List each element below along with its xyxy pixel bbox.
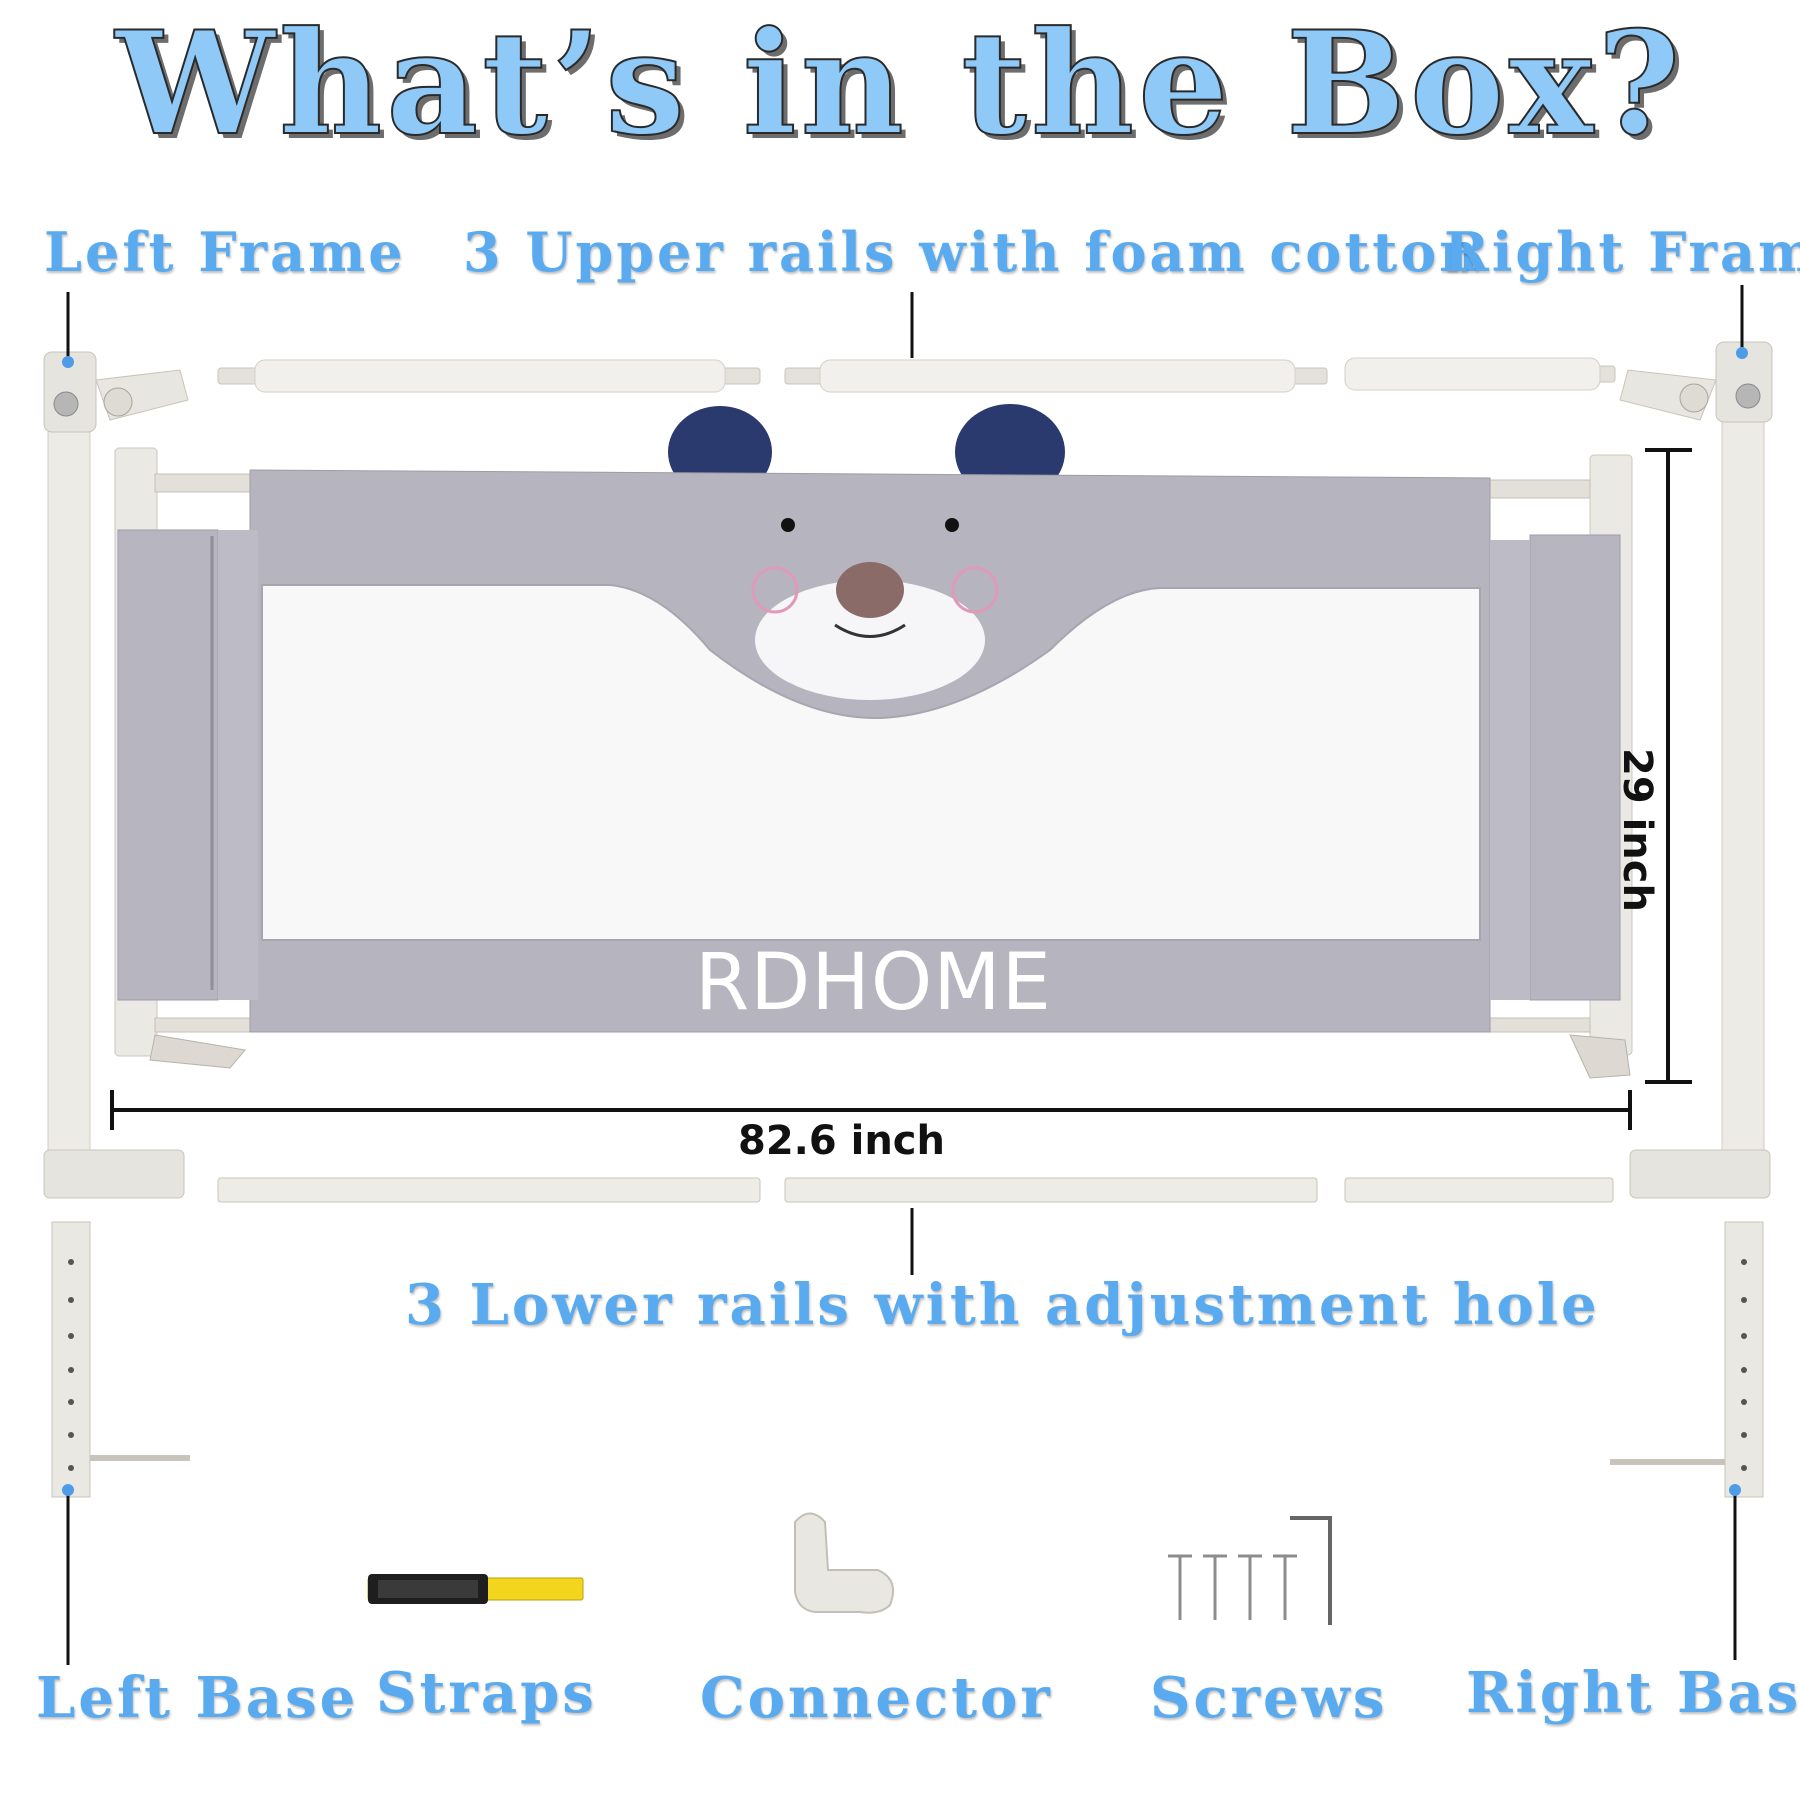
- assembled-bed-rail: [114, 404, 1633, 1079]
- leader-lines: [66, 285, 1744, 1665]
- label-upper-rails: 3 Upper rails with foam cotton: [463, 220, 1482, 284]
- page-title: What’s in the Box?: [115, 1, 1685, 167]
- brand-logo: RDHOME: [695, 938, 1052, 1028]
- upper-rail-3: [1344, 357, 1616, 391]
- connector: [794, 1512, 894, 1614]
- width-label: 82.6 inch: [738, 1118, 945, 1164]
- height-label: 29 inch: [1614, 748, 1660, 912]
- left-frame: [43, 351, 189, 1199]
- width-dimension: [110, 1090, 1632, 1130]
- label-lower-rails: 3 Lower rails with adjustment hole: [405, 1272, 1600, 1338]
- label-left-base: Left Base: [36, 1665, 359, 1731]
- label-screws: Screws: [1150, 1665, 1388, 1731]
- height-dimension: [1645, 448, 1692, 1084]
- upper-rail-2: [784, 359, 1328, 393]
- right-base: [1610, 1221, 1764, 1498]
- strap: [367, 1574, 584, 1604]
- upper-rail-1: [217, 359, 761, 393]
- screws: [1168, 1516, 1332, 1625]
- label-right-frame: Right Frame: [1444, 220, 1800, 284]
- upper-rails: [217, 357, 1616, 393]
- label-left-frame: Left Frame: [44, 220, 406, 284]
- label-connector: Connector: [700, 1665, 1053, 1731]
- label-straps: Straps: [376, 1660, 597, 1726]
- mesh-window: [261, 584, 1481, 941]
- label-right-base: Right Base: [1466, 1660, 1800, 1726]
- left-base: [51, 1221, 190, 1498]
- lower-rails: [217, 1177, 1614, 1203]
- leader-dots: [62, 347, 1748, 1496]
